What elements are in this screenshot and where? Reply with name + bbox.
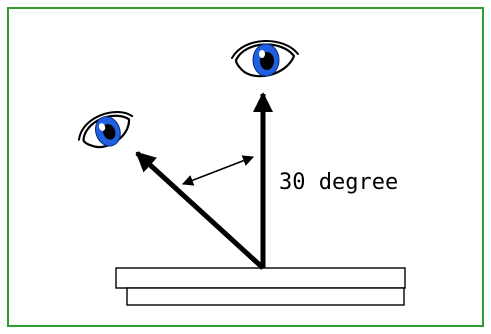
platform-top: [115, 267, 406, 289]
platform-base: [126, 287, 405, 306]
slanted-view-ray: [135, 151, 265, 270]
angle-indicator-arrow: [181, 155, 255, 186]
eye-glint: [98, 123, 106, 131]
angle-label: 30 degree: [279, 170, 398, 195]
eye-icon: [78, 111, 134, 149]
eye-pupil: [102, 124, 116, 140]
eye-icon: [231, 40, 299, 78]
eye-lid-line: [78, 111, 134, 141]
eye-glint: [259, 50, 265, 58]
eye-lid-line: [231, 40, 299, 59]
